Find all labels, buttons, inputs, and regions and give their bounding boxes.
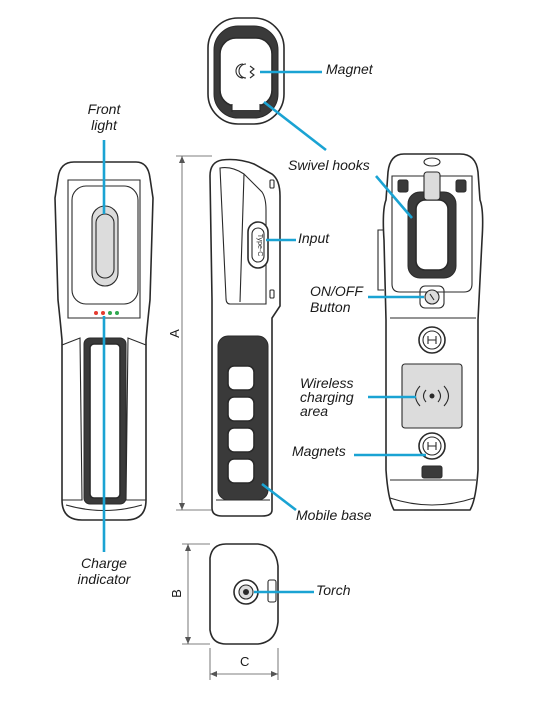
bottom-view (209, 543, 279, 645)
label-front-light-line2: light (91, 117, 117, 133)
label-mobile-base: Mobile base (296, 507, 372, 523)
dimension-a-label: A (166, 329, 182, 338)
label-charge-line1: Charge (81, 555, 127, 571)
label-wireless-line1: Wireless (300, 375, 354, 391)
dimension-b-label: B (168, 589, 184, 598)
label-wireless-line3: area (300, 403, 329, 419)
leader-swivel-right (375, 175, 413, 219)
dimension-b (182, 543, 210, 645)
label-on-off-line2: Button (310, 299, 351, 315)
charge-indicator-leds (94, 311, 119, 315)
label-front-light-line1: Front (87, 101, 121, 117)
label-charge-line2: indicator (77, 571, 131, 587)
label-magnets: Magnets (292, 443, 346, 459)
label-magnet: Magnet (326, 61, 373, 77)
leader-lines (102, 70, 426, 594)
dimension-c (209, 648, 279, 680)
label-swivel-hooks: Swivel hooks (288, 157, 370, 173)
dimension-a (176, 155, 212, 511)
label-input: Input (298, 230, 330, 246)
back-view (377, 153, 484, 511)
label-wireless-line2: charging (300, 389, 354, 405)
label-on-off-line1: ON/OFF (310, 283, 363, 299)
port-label: Type-C (256, 234, 263, 257)
label-torch: Torch (316, 582, 351, 598)
leader-mobile-base (261, 482, 297, 512)
dimension-c-label: C (240, 654, 250, 669)
leader-swivel-left (263, 100, 327, 152)
side-view: Type-C (209, 158, 281, 517)
magnet-icon (235, 63, 255, 79)
